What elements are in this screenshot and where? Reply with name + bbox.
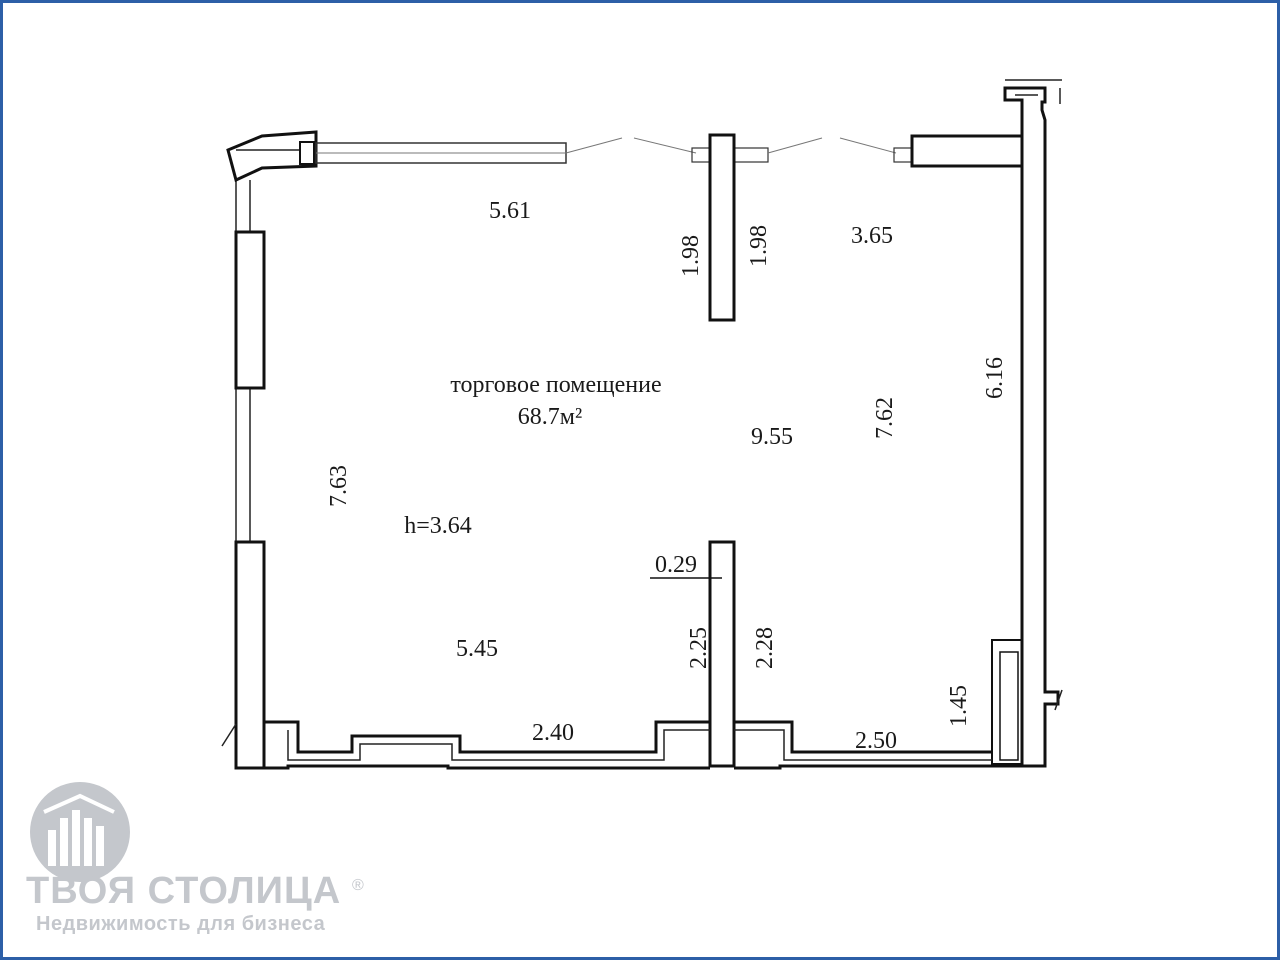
top-window bbox=[315, 137, 913, 164]
room-area: 68.7м² bbox=[518, 404, 582, 430]
dim-top-left-width: 5.61 bbox=[489, 198, 531, 224]
right-wall bbox=[910, 79, 1062, 768]
dim-column-bottom-right: 2.28 bbox=[752, 627, 778, 669]
left-wall bbox=[234, 180, 266, 770]
dim-column-top-right: 1.98 bbox=[746, 225, 772, 267]
column-bottom bbox=[708, 540, 736, 768]
dim-right-inner: 7.62 bbox=[872, 397, 898, 439]
watermark-tagline: Недвижимость для бизнеса bbox=[36, 913, 326, 935]
dim-left-height: 7.63 bbox=[326, 465, 352, 507]
dim-column-top-left: 1.98 bbox=[678, 235, 704, 277]
dim-right-wall: 6.16 bbox=[982, 357, 1008, 399]
dim-top-right-width: 3.65 bbox=[851, 223, 893, 249]
watermark-logo bbox=[30, 782, 130, 882]
dim-bottom-niche-right: 2.50 bbox=[855, 728, 897, 754]
ceiling-height: h=3.64 bbox=[404, 513, 472, 539]
dim-bottom-niche-left: 2.40 bbox=[532, 720, 574, 746]
bottom-right-niche bbox=[991, 639, 1023, 765]
dim-center-width: 9.55 bbox=[751, 424, 793, 450]
bottom-wall bbox=[221, 689, 1063, 770]
dim-column-thickness: 0.29 bbox=[655, 552, 697, 578]
column-top bbox=[708, 133, 736, 322]
top-left-corner bbox=[226, 130, 318, 183]
watermark-brand: ТВОЯ СТОЛИЦА bbox=[26, 870, 341, 912]
dim-bottom-right-height: 1.45 bbox=[946, 685, 972, 727]
dim-bottom-left-width: 5.45 bbox=[456, 636, 498, 662]
room-name: торговое помещение bbox=[450, 372, 661, 398]
dim-column-bottom-left: 2.25 bbox=[686, 627, 712, 669]
watermark-registered: ® bbox=[352, 877, 364, 894]
